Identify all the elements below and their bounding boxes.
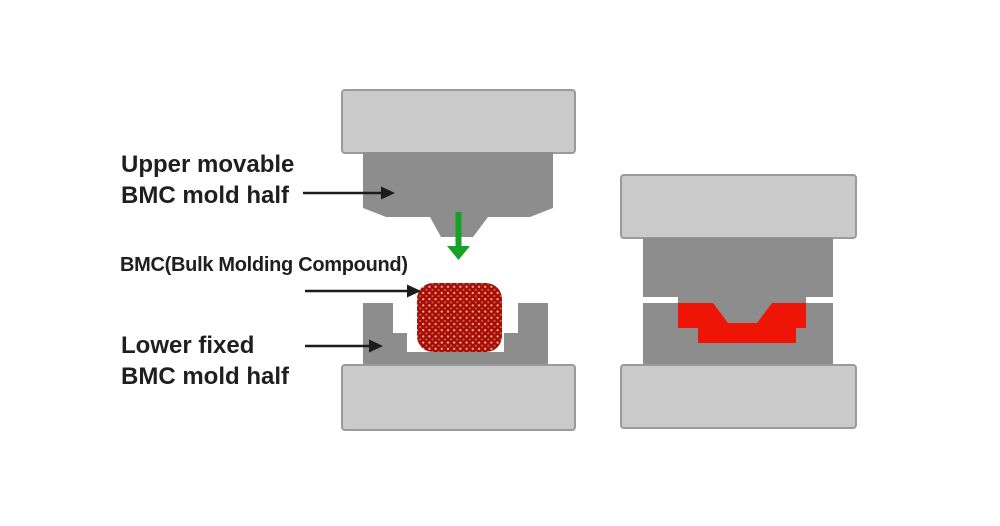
upper-mold-half-left	[363, 152, 553, 237]
lower-platen-left	[341, 364, 576, 431]
lower-mold-label-arrow	[305, 339, 383, 353]
parting-line-right	[806, 297, 833, 303]
upper-platen-right	[620, 174, 857, 239]
lower-mold-half-left	[363, 303, 548, 365]
upper-platen-left	[341, 89, 576, 154]
upper-mold-label-line2: BMC mold half	[121, 182, 289, 209]
upper-mold-label-arrow-head	[381, 186, 395, 200]
bmc-label-arrow-head	[407, 284, 421, 298]
bmc-compound-label-text: BMC(Bulk Molding Compound)	[120, 254, 408, 276]
closed-mold-diagram	[620, 174, 857, 429]
bmc-label-arrow	[305, 284, 421, 298]
molded-part	[678, 303, 806, 343]
lower-mold-label: Lower fixed BMC mold half	[121, 330, 289, 392]
press-arrow-head	[447, 246, 470, 260]
parting-line-left	[643, 297, 678, 303]
upper-mold-label: Upper movable BMC mold half	[121, 149, 294, 211]
open-mold-diagram	[303, 89, 576, 431]
bmc-charge	[417, 283, 502, 352]
upper-mold-half-closed	[643, 238, 833, 323]
press-arrow-shaft	[455, 212, 462, 247]
upper-mold-label-line1: Upper movable	[121, 151, 295, 178]
bmc-compound-label: BMC(Bulk Molding Compound)	[120, 254, 408, 277]
lower-platen-right	[620, 364, 857, 429]
upper-mold-label-arrow	[303, 186, 395, 200]
press-direction-arrow-icon	[447, 212, 470, 260]
lower-mold-label-arrow-head	[369, 339, 383, 353]
lower-mold-label-line2: BMC mold half	[121, 363, 289, 390]
lower-mold-label-line1: Lower fixed	[121, 332, 255, 359]
